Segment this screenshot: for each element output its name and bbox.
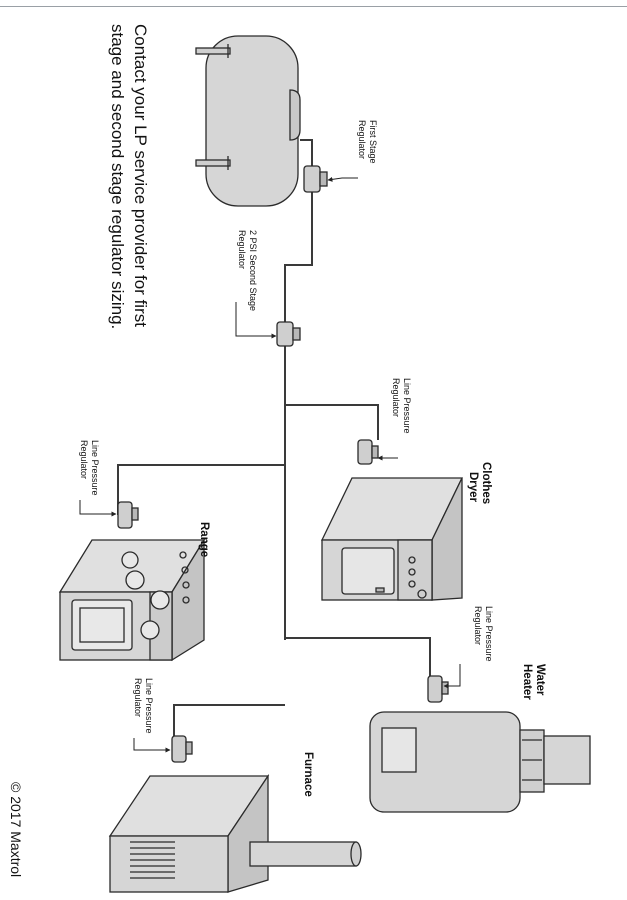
clothes-dryer-label-line-2: Dryer — [467, 472, 479, 503]
water-heater-label-line-2: Heater — [521, 664, 533, 700]
dryer-regulator-label-line-1: Line Pressure — [402, 378, 412, 434]
copyright-text: © 2017 Maxtrol — [8, 782, 24, 878]
water-heater-regulator-label-line-1: Line Pressure — [484, 606, 494, 662]
first-stage-regulator — [303, 165, 328, 193]
second-stage-regulator-label: 2 PSI Second Stage Regulator — [237, 230, 259, 312]
range-line-pressure-regulator — [117, 501, 139, 529]
instruction-line-2: stage and second stage regulator sizing. — [108, 24, 127, 330]
second-stage-label-line-1: 2 PSI Second Stage — [248, 230, 258, 312]
first-stage-regulator-label: First Stage Regulator — [357, 120, 379, 164]
range — [58, 537, 206, 662]
first-stage-label-line-1: First Stage — [368, 120, 378, 164]
first-stage-label-line-2: Regulator — [357, 120, 368, 160]
label-arrows — [79, 176, 461, 753]
range-label: Range — [198, 522, 210, 558]
clothes-dryer — [320, 477, 464, 601]
water-heater-label-line-1: Water — [534, 664, 546, 696]
range-regulator-label-line-1: Line Pressure — [90, 440, 100, 496]
furnace — [108, 773, 362, 893]
range-regulator-label-line-2: Regulator — [79, 440, 90, 480]
clothes-dryer-label-line-1: Clothes — [480, 462, 492, 505]
water-heater-label: Water Heater — [520, 664, 546, 700]
clothes-dryer-label: Clothes Dryer — [466, 462, 492, 504]
water-heater — [369, 711, 591, 813]
furnace-line-pressure-regulator — [171, 735, 193, 763]
water-heater-regulator-label-line-2: Regulator — [473, 606, 484, 646]
second-stage-regulator — [276, 321, 301, 347]
instruction-line-1: Contact your LP service provider for fir… — [131, 24, 150, 327]
top-rule — [0, 6, 627, 7]
dryer-line-pressure-regulator — [357, 439, 379, 465]
furnace-regulator-label-line-2: Regulator — [133, 678, 144, 718]
water-heater-regulator-label: Line Pressure Regulator — [473, 606, 495, 662]
range-regulator-label: Line Pressure Regulator — [79, 440, 101, 496]
second-stage-label-line-2: Regulator — [237, 230, 248, 270]
instruction-text: Contact your LP service provider for fir… — [106, 24, 152, 329]
water-heater-line-pressure-regulator — [427, 675, 449, 703]
dryer-regulator-label: Line Pressure Regulator — [391, 378, 413, 434]
furnace-label: Furnace — [302, 752, 314, 797]
dryer-regulator-label-line-2: Regulator — [391, 378, 402, 418]
propane-tank — [195, 35, 301, 207]
furnace-regulator-label: Line Pressure Regulator — [133, 678, 155, 734]
furnace-regulator-label-line-1: Line Pressure — [144, 678, 154, 734]
